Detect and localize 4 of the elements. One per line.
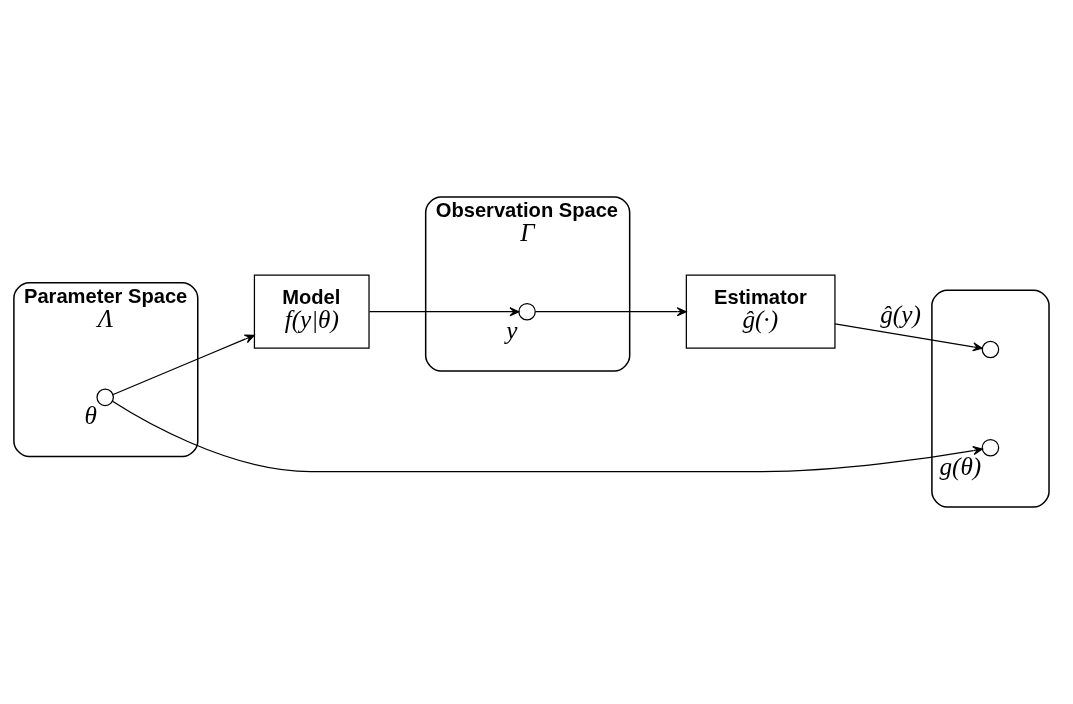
node-label: θ (84, 402, 97, 430)
edge-label: ĝ(y) (880, 301, 921, 329)
node-label: g(θ) (939, 452, 982, 480)
node-label: y (506, 316, 518, 344)
